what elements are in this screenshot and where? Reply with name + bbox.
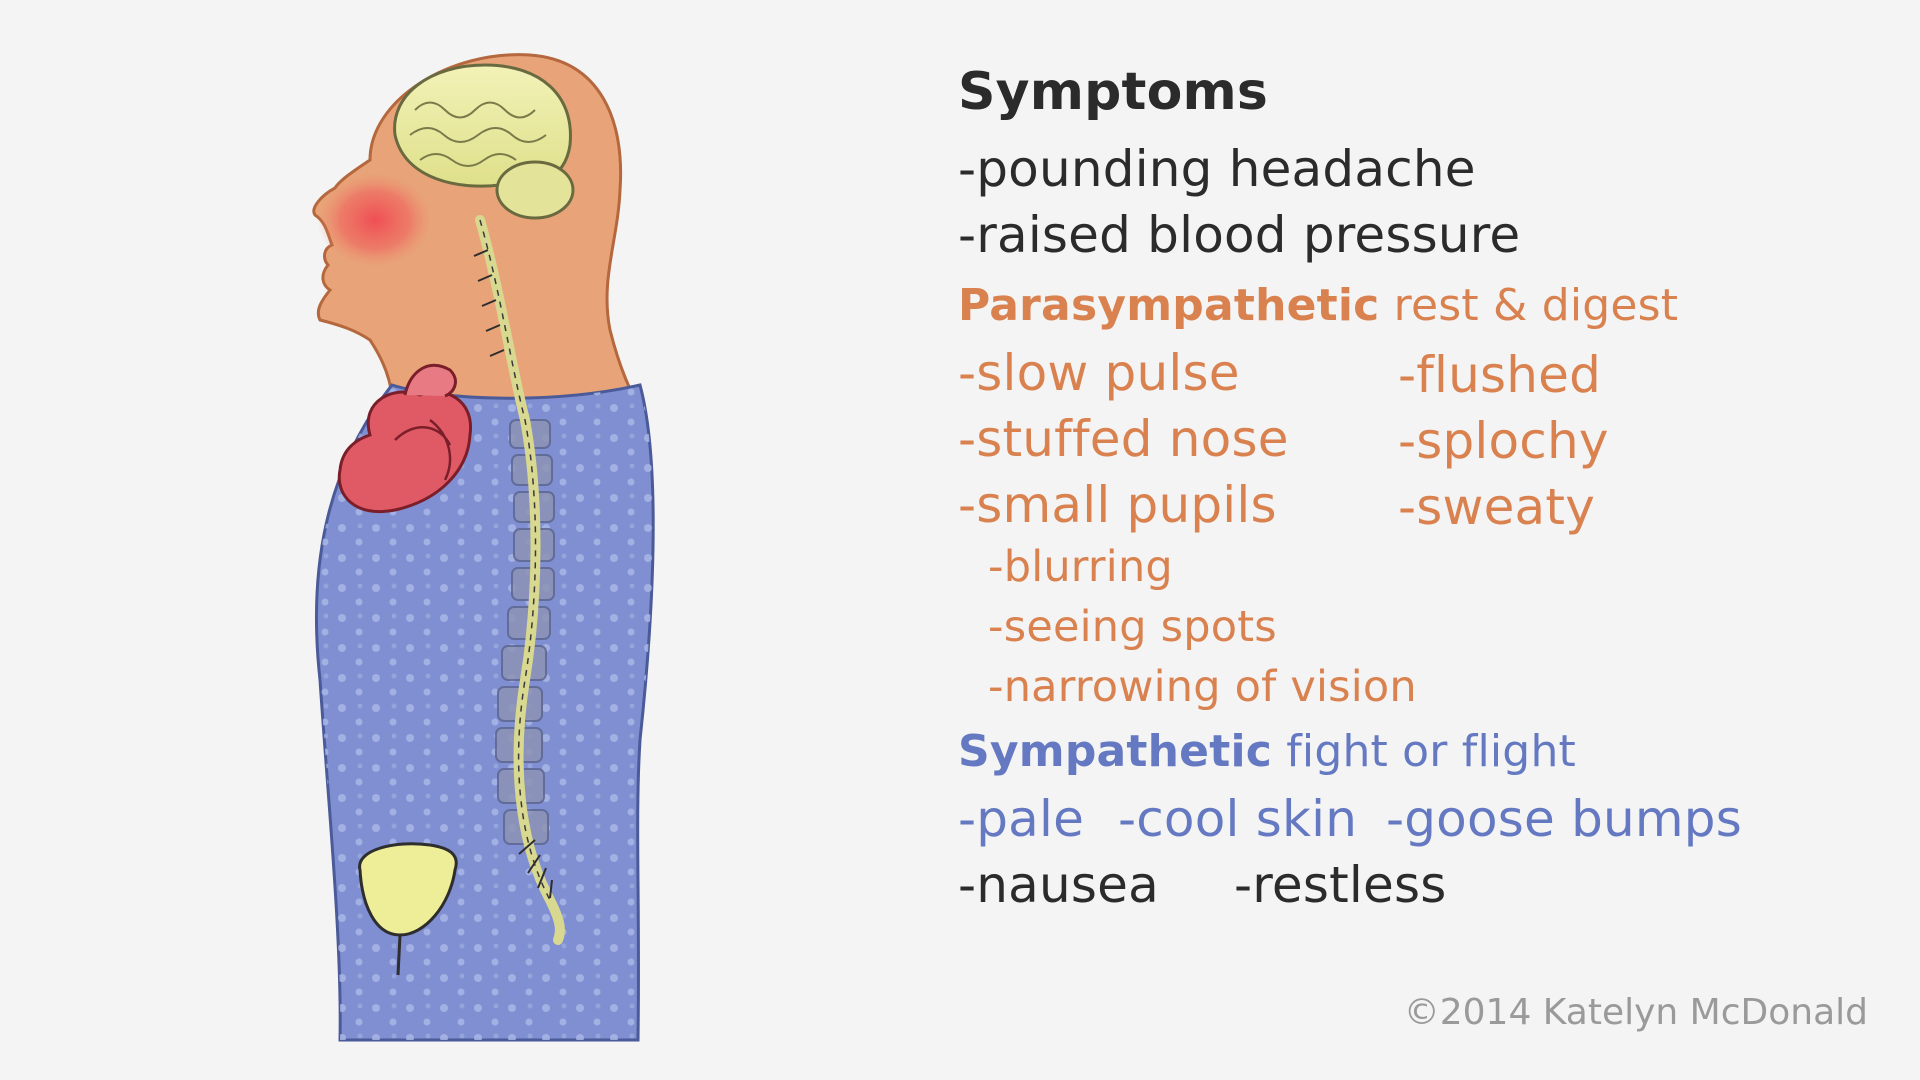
parasympathetic-item: -splochy: [1398, 412, 1609, 470]
sympathetic-item: -goose bumps: [1386, 790, 1742, 848]
parasympathetic-item: -slow pulse: [958, 344, 1240, 402]
heart: [337, 363, 472, 513]
parasympathetic-item: -sweaty: [1398, 478, 1595, 536]
sympathetic-heading: Sympathetic fight or flight: [958, 726, 1576, 777]
sympathetic-item: -pale: [958, 790, 1085, 848]
sympathetic-subtitle: fight or flight: [1286, 726, 1576, 777]
sympathetic-name: Sympathetic: [958, 726, 1273, 777]
sympathetic-item: -cool skin: [1118, 790, 1358, 848]
parasympathetic-item: -stuffed nose: [958, 410, 1289, 468]
nerve-branches: [473, 249, 553, 899]
symptom-item: -pounding headache: [958, 140, 1476, 198]
common-item: -restless: [1234, 856, 1447, 914]
parasympathetic-heading: Parasympathetic rest & digest: [958, 280, 1678, 331]
common-item: -nausea: [958, 856, 1159, 914]
anatomy-illustration: [300, 40, 680, 1050]
copyright-notice: ©2014 Katelyn McDonald: [1403, 992, 1868, 1033]
parasympathetic-item: -small pupils: [958, 476, 1277, 534]
vision-item: -seeing spots: [988, 602, 1277, 652]
bladder: [358, 842, 458, 976]
brain: [393, 63, 575, 220]
face-flush: [317, 172, 433, 268]
vision-item: -narrowing of vision: [988, 662, 1417, 712]
symptoms-title: Symptoms: [958, 62, 1269, 122]
vision-item: -blurring: [988, 542, 1173, 592]
parasympathetic-subtitle: rest & digest: [1393, 280, 1679, 331]
symptom-item: -raised blood pressure: [958, 206, 1521, 264]
parasympathetic-name: Parasympathetic: [958, 280, 1380, 331]
cerebellum: [495, 160, 575, 220]
parasympathetic-item: -flushed: [1398, 346, 1602, 404]
